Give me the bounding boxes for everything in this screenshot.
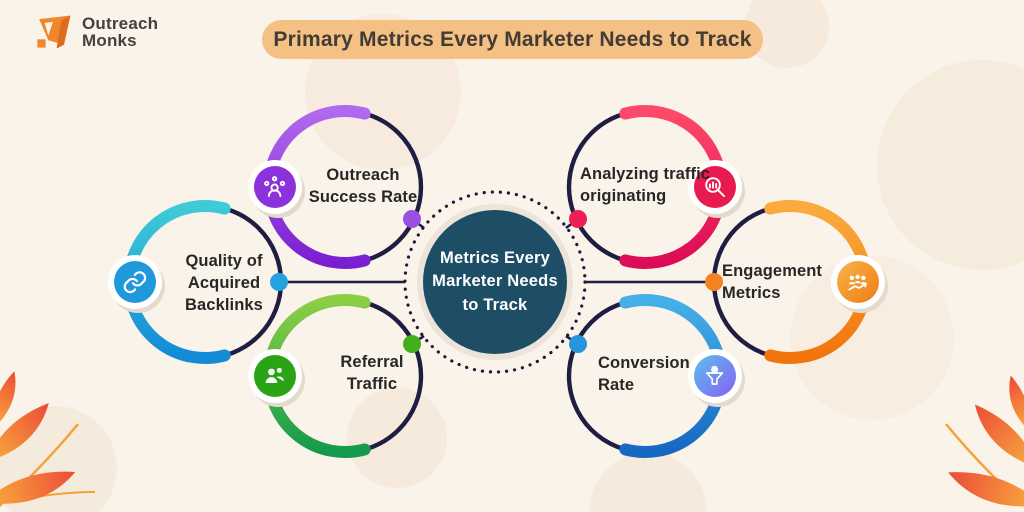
node-badge-quality: [108, 255, 165, 313]
link-icon: [123, 271, 147, 294]
logo-line2: Monks: [82, 31, 137, 50]
node-badge-analyzing: [688, 160, 745, 218]
node-label-outreach-success-rate: Outreach Success Rate: [308, 166, 418, 206]
logo-text: Outreach Monks: [82, 13, 159, 50]
people-trend-icon: [848, 274, 867, 291]
node-label-referral-traffic: Referral Traffic: [340, 353, 404, 393]
node-label-conversion-rate: Conversion Rate: [598, 354, 690, 394]
node-label-analyzing-traffic-originating: Analyzing traffic originating: [580, 165, 711, 205]
node-badge-outreach: [248, 160, 305, 218]
outreach-person-icon: [264, 176, 286, 197]
node-label-engagement-metrics: Engagement Metrics: [722, 262, 823, 302]
node-badge-referral: [248, 349, 305, 407]
people-icon: [265, 367, 284, 383]
node-badge-conversion: [688, 349, 745, 407]
connector-dots: [270, 210, 723, 353]
leaf-decoration-bottom-right: [943, 373, 1024, 512]
center-dotted-ring: [403, 190, 587, 374]
page-title: Primary Metrics Every Marketer Needs to …: [262, 20, 763, 59]
node-badge-engagement: [831, 255, 888, 313]
search-chart-icon: [705, 177, 725, 197]
node-label-quality-of-acquired-backlinks: Quality of Acquired Backlinks: [185, 252, 263, 314]
logo-line1: Outreach: [82, 13, 159, 33]
box-logo-icon: [37, 15, 71, 49]
leaf-decoration-bottom-left: [0, 369, 96, 511]
funnel-gear-icon: [705, 365, 724, 385]
outreach-monks-logo: Outreach Monks: [30, 10, 158, 54]
center-node: [403, 190, 587, 374]
center-node-label: Metrics Every Marketer Needs to Track: [432, 249, 558, 314]
